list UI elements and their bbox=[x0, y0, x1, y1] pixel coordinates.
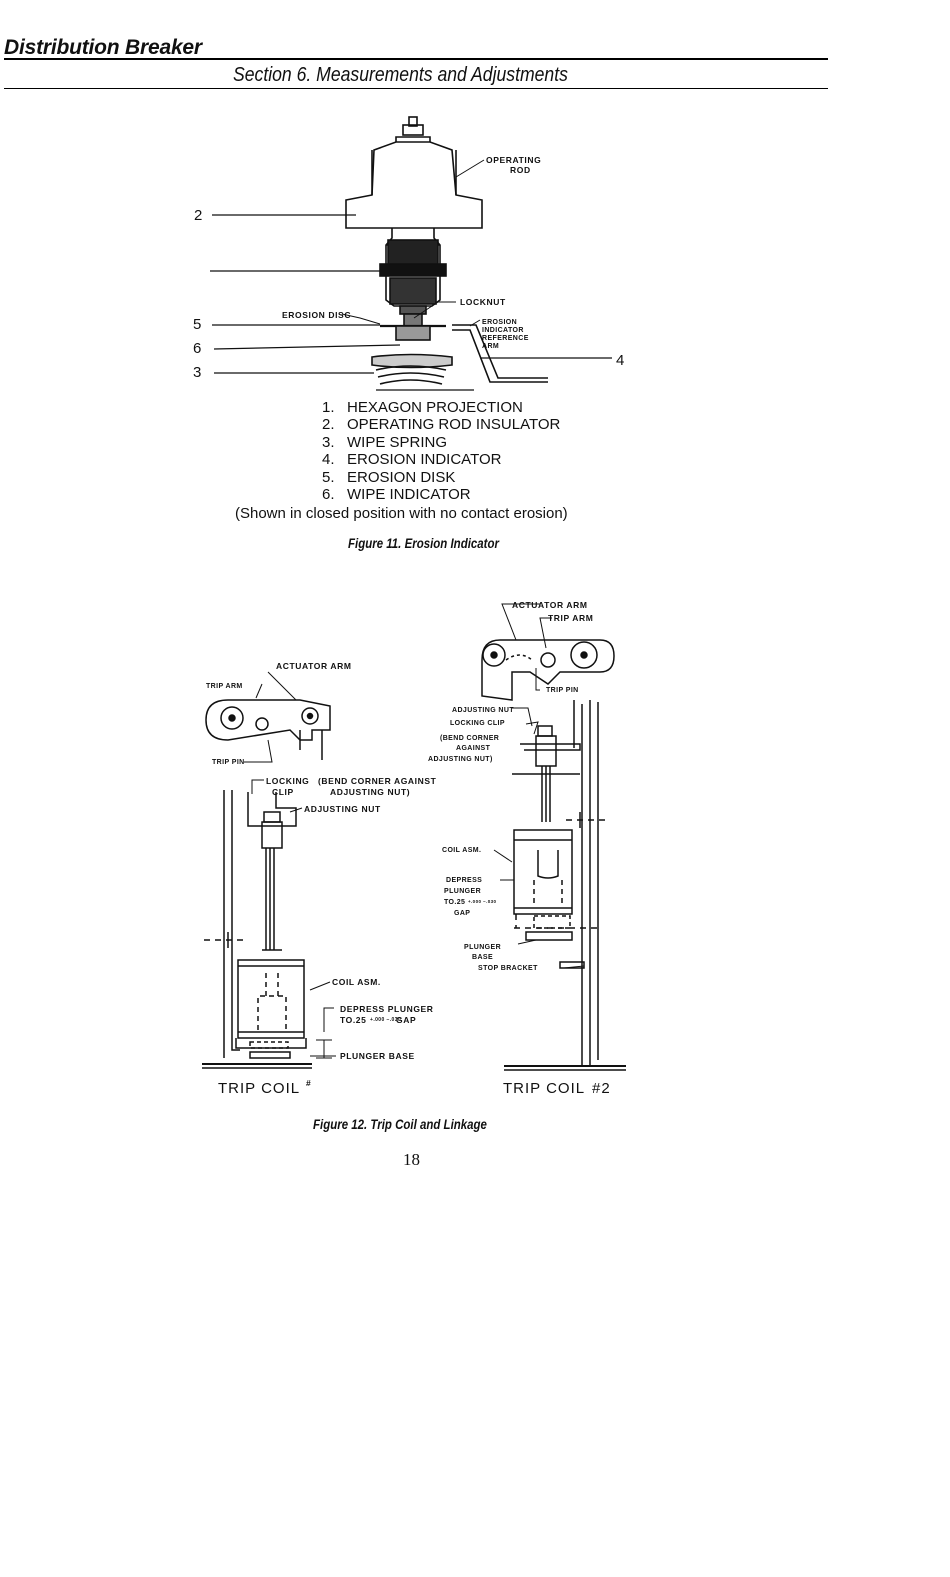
label-trip-arm-left: TRIP ARM bbox=[206, 683, 243, 690]
legend-item: 2.OPERATING ROD INSULATOR bbox=[322, 416, 561, 434]
label-trip-arm-right: TRIP ARM bbox=[548, 613, 593, 623]
figure-12-trip-coil-diagram: ACTUATOR ARM TRIP ARM TRIP PIN LOCKING C… bbox=[202, 600, 626, 1097]
callout-6: 6 bbox=[193, 340, 201, 357]
label-trip-pin-left: TRIP PIN bbox=[212, 759, 245, 766]
page-number: 18 bbox=[403, 1150, 420, 1169]
label-bend-corner-right-1: (BEND CORNER bbox=[440, 735, 499, 742]
label-locking-clip-left-2: CLIP bbox=[272, 787, 294, 797]
section-title: Section 6. Measurements and Adjustments bbox=[233, 64, 568, 86]
label-erosion-disc: EROSION DISC bbox=[282, 310, 351, 320]
label-depress-left-tolerance: +.000 −.030 bbox=[370, 1017, 401, 1023]
callout-4: 4 bbox=[616, 352, 624, 369]
label-plunger-right-2: BASE bbox=[472, 954, 493, 961]
label-bend-corner-right-2: AGAINST bbox=[456, 745, 491, 752]
label-actuator-arm-left: ACTUATOR ARM bbox=[276, 661, 352, 671]
label-reference-arm-1: EROSION bbox=[482, 319, 517, 326]
label-bend-corner-right-3: ADJUSTING NUT) bbox=[428, 756, 493, 763]
legend-item: 5.EROSION DISK bbox=[322, 468, 456, 486]
figure-11-caption: Figure 11. Erosion Indicator bbox=[348, 535, 499, 551]
label-depress-right-1: DEPRESS bbox=[446, 877, 482, 884]
header-rule-bottom bbox=[4, 88, 828, 90]
callout-3: 3 bbox=[193, 364, 201, 381]
label-operating-rod: OPERATING bbox=[486, 155, 541, 165]
legend-item: 3.WIPE SPRING bbox=[322, 433, 448, 451]
label-plunger-right-3: STOP BRACKET bbox=[478, 965, 538, 972]
legend-item: 4.EROSION INDICATOR bbox=[322, 451, 502, 469]
trip-coil-2-title: TRIP COIL bbox=[503, 1080, 585, 1097]
label-reference-arm-2: INDICATOR bbox=[482, 327, 524, 334]
label-trip-pin-right: TRIP PIN bbox=[546, 687, 579, 694]
trip-coil-1-mark: # bbox=[306, 1078, 311, 1088]
label-locking-clip-left-1: LOCKING bbox=[266, 776, 309, 786]
figure-11-note: (Shown in closed position with no contac… bbox=[235, 505, 568, 522]
label-depress-right-4: GAP bbox=[454, 910, 470, 917]
callout-5: 5 bbox=[193, 316, 201, 333]
document-title: Distribution Breaker bbox=[4, 36, 202, 59]
header-rule-top bbox=[4, 58, 828, 60]
label-bend-corner-left-2: ADJUSTING NUT) bbox=[330, 787, 410, 797]
label-plunger-base-left: PLUNGER BASE bbox=[340, 1051, 415, 1061]
label-depress-left-3: GAP bbox=[396, 1015, 416, 1025]
callout-2: 2 bbox=[194, 207, 202, 224]
label-actuator-arm-right: ACTUATOR ARM bbox=[512, 600, 588, 610]
label-reference-arm-4: ARM bbox=[482, 343, 499, 350]
label-coil-asm-right: COIL ASM. bbox=[442, 847, 481, 854]
label-locknut: LOCKNUT bbox=[460, 297, 506, 307]
label-coil-asm-left: COIL ASM. bbox=[332, 977, 381, 987]
figure-11-legend: 1.HEXAGON PROJECTION 2.OPERATING ROD INS… bbox=[322, 399, 560, 503]
legend-item: 6.WIPE INDICATOR bbox=[322, 486, 471, 504]
label-adjusting-nut-left: ADJUSTING NUT bbox=[304, 804, 381, 814]
label-depress-right-2: PLUNGER bbox=[444, 888, 481, 895]
label-depress-right-3: TO.25 bbox=[444, 899, 465, 906]
label-depress-right-tolerance: +.000 −.030 bbox=[468, 899, 497, 904]
label-plunger-right-1: PLUNGER bbox=[464, 944, 501, 951]
label-depress-left-2: TO.25 bbox=[340, 1015, 366, 1025]
label-adjusting-nut-right: ADJUSTING NUT bbox=[452, 707, 514, 714]
figure-11-erosion-indicator-diagram: OPERATING ROD LOCKNUT EROSION DISC EROSI… bbox=[193, 116, 624, 391]
label-operating-rod-2: ROD bbox=[510, 165, 531, 175]
label-depress-left-1: DEPRESS PLUNGER bbox=[340, 1004, 434, 1014]
legend-item: 1.HEXAGON PROJECTION bbox=[322, 399, 523, 416]
label-bend-corner-left-1: (BEND CORNER AGAINST bbox=[318, 776, 437, 786]
trip-coil-1-title: TRIP COIL bbox=[218, 1080, 300, 1097]
figure-12-caption: Figure 12. Trip Coil and Linkage bbox=[313, 1116, 487, 1132]
trip-coil-2-mark: #2 bbox=[592, 1080, 611, 1097]
label-locking-clip-right: LOCKING CLIP bbox=[450, 720, 505, 727]
label-reference-arm-3: REFERENCE bbox=[482, 335, 529, 342]
